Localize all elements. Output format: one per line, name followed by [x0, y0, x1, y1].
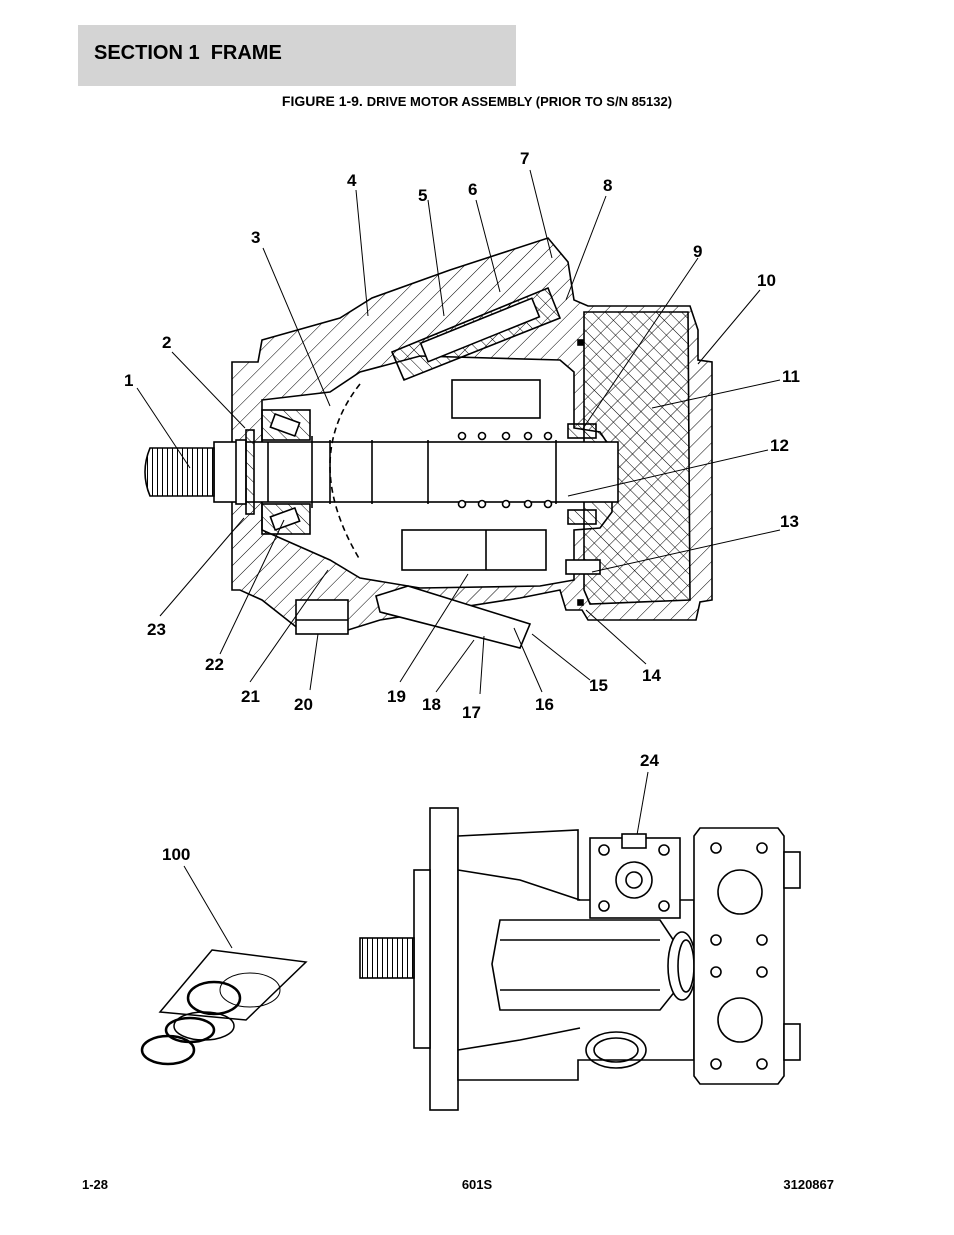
callout-23: 23 — [147, 620, 166, 639]
callout-22: 22 — [205, 655, 224, 674]
callout-18: 18 — [422, 695, 441, 714]
figure-caption: FIGURE 1-9. DRIVE MOTOR ASSEMBLY (PRIOR … — [0, 93, 954, 109]
callout-11: 11 — [782, 367, 800, 386]
callout-16: 16 — [535, 695, 554, 714]
callout-24: 24 — [640, 751, 659, 770]
o-ring-large — [140, 1034, 196, 1066]
callout-21: 21 — [241, 687, 260, 706]
leader-lines — [136, 169, 781, 949]
callout-14: 14 — [642, 666, 661, 685]
callout-12: 12 — [770, 436, 789, 455]
cutaway-view — [144, 237, 713, 649]
callout-8: 8 — [603, 176, 612, 195]
callout-20: 20 — [294, 695, 313, 714]
footer-page-number: 1-28 — [82, 1177, 109, 1192]
section-title: SECTION 1 FRAME — [94, 42, 282, 64]
callout-100: 100 — [162, 845, 190, 864]
end-cap — [583, 311, 691, 605]
callout-3: 3 — [251, 228, 260, 247]
splined-shaft-end — [359, 937, 415, 979]
control-block — [589, 837, 681, 919]
callout-labels: 1 2 3 4 5 6 7 8 9 10 11 12 13 14 15 16 1… — [124, 149, 800, 864]
callout-10: 10 — [757, 271, 776, 290]
swash-arc — [329, 383, 361, 561]
shaft-splines — [144, 447, 215, 497]
piston-upper — [451, 379, 541, 419]
seal-kit-bag — [158, 949, 308, 1021]
callout-5: 5 — [418, 186, 427, 205]
external-view — [359, 807, 801, 1111]
servo-bottom — [375, 585, 532, 649]
footer-doc-number: 3120867 — [783, 1177, 834, 1192]
callout-7: 7 — [520, 149, 529, 168]
callout-1: 1 — [124, 371, 133, 390]
callout-9: 9 — [693, 242, 702, 261]
footer-model: 601S — [461, 1177, 493, 1192]
callout-17: 17 — [462, 703, 481, 722]
callout-19: 19 — [387, 687, 406, 706]
seal-kit — [140, 949, 308, 1066]
output-shaft — [213, 441, 619, 503]
mounting-flange — [429, 807, 459, 1111]
section-header-band — [78, 25, 516, 86]
callout-13: 13 — [780, 512, 799, 531]
callout-6: 6 — [468, 180, 477, 199]
lower-port-block — [295, 599, 349, 635]
piston-lower — [401, 529, 547, 571]
callout-15: 15 — [589, 676, 608, 695]
figure-caption-title: DRIVE MOTOR ASSEMBLY (PRIOR TO S/N 85132… — [366, 94, 673, 109]
callout-4: 4 — [347, 171, 357, 190]
port-plate — [693, 827, 785, 1085]
figure-caption-number: FIGURE 1-9. — [281, 93, 367, 109]
callout-2: 2 — [162, 333, 171, 352]
spring — [457, 431, 553, 509]
